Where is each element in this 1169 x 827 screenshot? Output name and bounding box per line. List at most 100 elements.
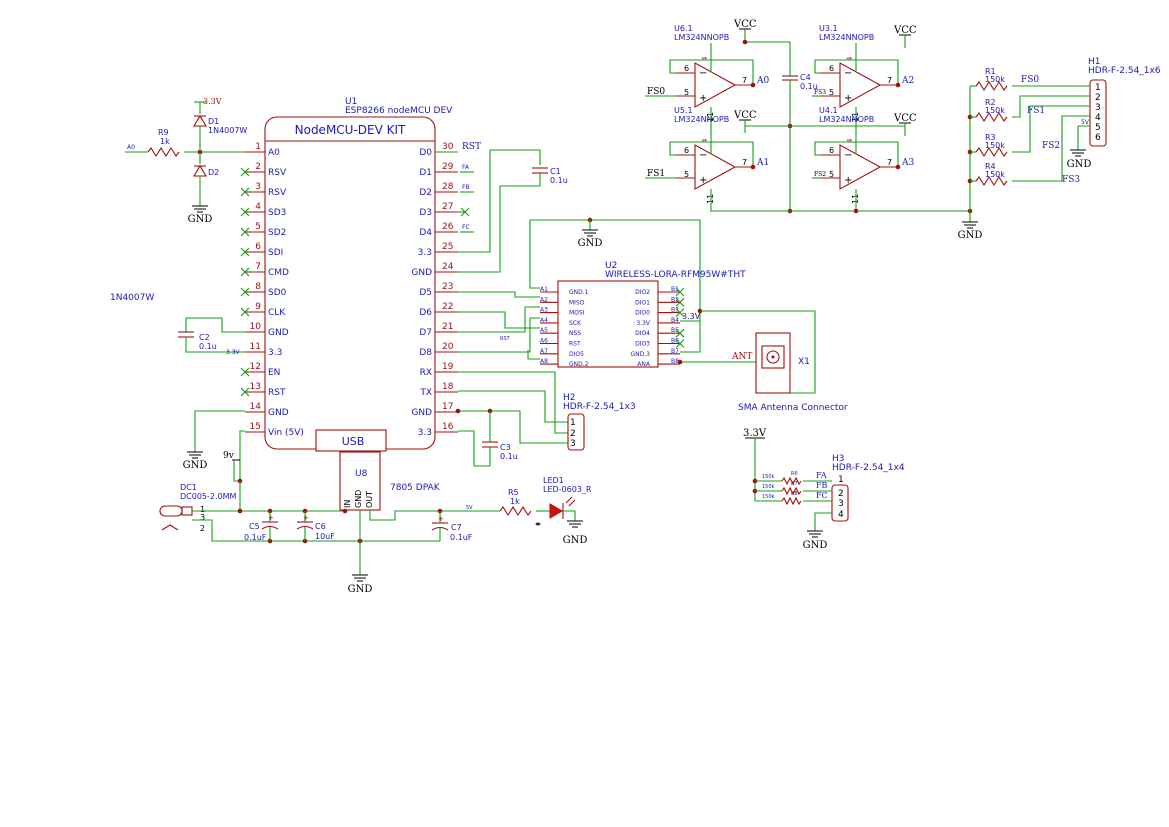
u1-left-wiring: A0 R9 1k 3.3V D1 1N4007W D2 GND 1N4007W <box>110 97 247 511</box>
resistor-value: 150k <box>985 170 1005 179</box>
no-connect-cross <box>240 167 250 177</box>
opamp-input-label: FS2 <box>814 171 826 178</box>
opamp-plus: + <box>844 93 852 104</box>
dc1-ref: DC1 <box>180 483 197 492</box>
gnd-symbol: GND <box>348 574 372 595</box>
r5-value: 1k <box>510 497 520 506</box>
r5-resistor <box>499 505 532 517</box>
opamp-pin-number: 5 <box>829 88 834 97</box>
resistor-net: FS3 <box>1062 175 1080 185</box>
u1-pin-name: GND <box>268 408 289 418</box>
opamp-triangle <box>694 144 737 190</box>
u1-ref: U1 <box>345 97 357 107</box>
opamp-section: −+657411FS0A0VCCU6.1LM324NNOPB−+657411FS… <box>645 19 917 211</box>
r5-ref: R5 <box>508 488 519 497</box>
d1-ref: D1 <box>208 117 219 126</box>
u2-pin-number: B4 <box>671 317 679 324</box>
u1-pin-number: 22 <box>442 302 453 312</box>
u2-pin-name: MOSI <box>569 310 585 317</box>
resistor-zigzag <box>975 175 1008 187</box>
u2-pin-number: A3 <box>540 307 548 314</box>
u1-pin-number: 2 <box>255 162 261 172</box>
h2-ref: H2 <box>563 393 576 403</box>
d1-diode <box>193 114 207 127</box>
svg-text:1: 1 <box>570 418 576 428</box>
u1-pin-name: D5 <box>419 288 432 298</box>
u1-pin-name: SDI <box>268 248 283 258</box>
dc1-value: DC005-2.0MM <box>180 492 237 501</box>
no-connect-cross <box>675 308 685 317</box>
opamp-input-label: FS3 <box>814 89 826 96</box>
u2-value: WIRELESS-LORA-RFM95W#THT <box>605 270 746 280</box>
opamp-bus-wiring: C4 0.1u GND <box>710 39 983 241</box>
opamp-pin-number: 7 <box>887 76 892 85</box>
opamp-minus: − <box>699 68 707 79</box>
gnd-symbol: GND <box>563 520 587 546</box>
svg-text:GND: GND <box>188 214 213 225</box>
resistor-net: FB <box>816 481 828 490</box>
gnd-symbol: GND <box>958 221 983 241</box>
u1-pin-number: 20 <box>442 342 454 352</box>
u2-pin-name: MISO <box>569 299 585 306</box>
opamp-pin-number: 5 <box>684 170 689 179</box>
u2-pin-name: DIO5 <box>569 351 584 358</box>
svg-text:GND: GND <box>354 490 363 508</box>
u2-pin-number: A7 <box>540 348 548 355</box>
opamp-output-label: A3 <box>901 158 914 168</box>
u2-pin-number: A1 <box>540 286 548 293</box>
u8-value: 7805 DPAK <box>390 483 441 493</box>
u1-pin-number: 26 <box>442 222 454 232</box>
u1-pin-number: 24 <box>442 262 454 272</box>
u1-pin-name: D2 <box>419 188 432 198</box>
u1-pin-name: CMD <box>268 268 289 278</box>
no-connect-cross <box>675 328 685 338</box>
u8-ref: U8 <box>355 469 368 479</box>
u1-pin-name: D6 <box>419 308 432 318</box>
resistor-ref: R1 <box>985 67 996 76</box>
svg-text:3: 3 <box>570 439 576 449</box>
svg-text:3: 3 <box>200 513 205 522</box>
u2-pin-number: A6 <box>540 338 548 345</box>
u1-title: NodeMCU-DEV KIT <box>295 123 406 137</box>
c7-ref: C7 <box>451 523 462 532</box>
c1-value: 0.1u <box>550 176 568 185</box>
c7-value: 0.1uF <box>450 533 473 542</box>
u2-pin-number: B8 <box>671 358 679 365</box>
u1-pin-number: 28 <box>442 182 454 192</box>
h1-pin-number: 6 <box>1095 133 1101 143</box>
opamp-pin-number: 7 <box>887 158 892 167</box>
u1-pin-number: 15 <box>250 422 261 432</box>
vcc-label: VCC <box>733 110 757 121</box>
h1-5v-label: 5V <box>1081 119 1090 126</box>
u1-pin-number: 21 <box>442 322 453 332</box>
u1-pin-name: CLK <box>268 308 286 318</box>
u1-pin-name: RSV <box>268 168 287 178</box>
opamp-pin-number: 7 <box>742 158 747 167</box>
u1-pin-name: D7 <box>419 328 432 338</box>
u2-pin-name: SCK <box>569 320 582 327</box>
opamp-pin-number: 6 <box>684 146 689 155</box>
svg-text:2: 2 <box>838 489 844 499</box>
opamp-plus: + <box>844 175 852 186</box>
u1-pin-name: D0 <box>419 148 432 158</box>
power-section: DC1 DC005-2.0MM 1 3 2 + C5 0.1uF + C6 10… <box>159 451 592 595</box>
svg-text:GND: GND <box>958 230 983 241</box>
u2-ref: U2 <box>605 261 617 271</box>
no-connect-cross <box>240 247 250 257</box>
opamp-triangle <box>839 62 882 108</box>
svg-text:+: + <box>268 514 274 522</box>
u1-nodemcu: NodeMCU-DEV KIT U1 ESP8266 nodeMCU DEV U… <box>245 97 458 452</box>
u1-pins: 1A02RSV3RSV4SD35SD26SDI7CMD8SD09CLK10GND… <box>245 142 458 438</box>
resistor-ref: R2 <box>985 98 996 107</box>
h1-pin-number: 3 <box>1095 103 1101 113</box>
u1-pin-number: 5 <box>255 222 261 232</box>
resistor-ref: R8 <box>791 491 798 497</box>
vcc-label: VCC <box>733 19 757 30</box>
h2-header: H2 HDR-F-2.54_1x3 1 2 3 <box>563 393 636 451</box>
c3-ref: C3 <box>500 443 511 452</box>
